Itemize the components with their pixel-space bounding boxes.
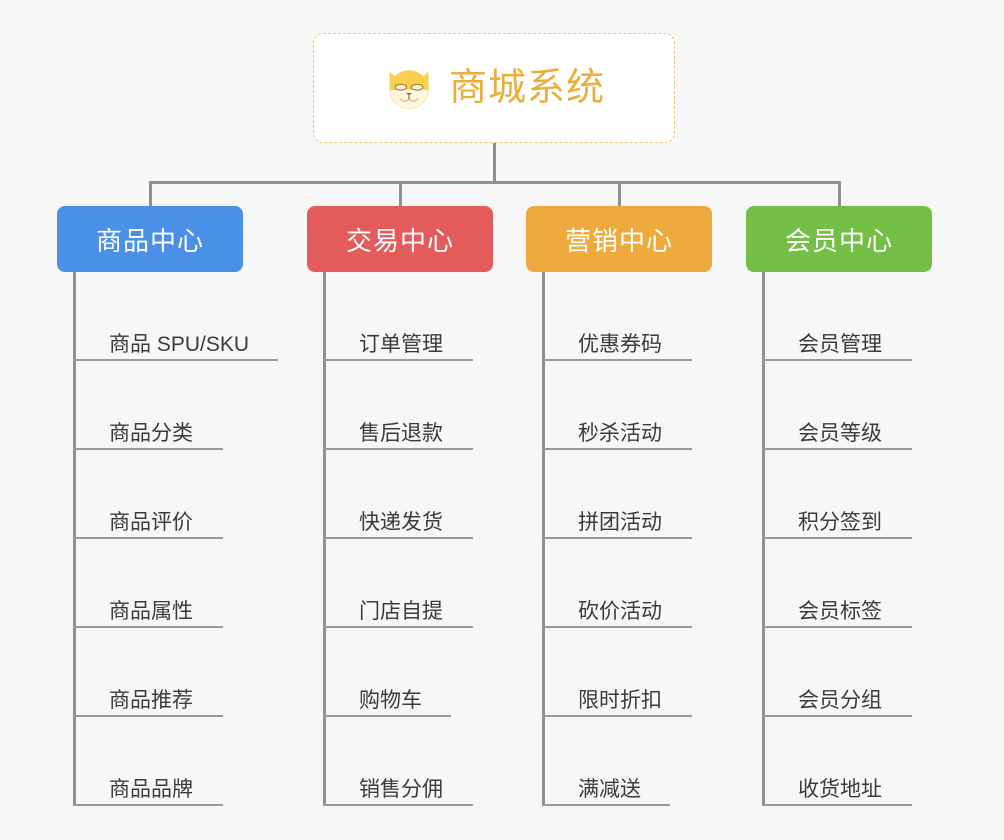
leaf-item[interactable]: 砍价活动 bbox=[542, 539, 692, 628]
leaf-item-underline bbox=[762, 448, 912, 450]
leaf-item-label: 订单管理 bbox=[359, 332, 443, 356]
category-box-marketing-center[interactable]: 营销中心 bbox=[526, 206, 712, 272]
leaf-item-label: 商品属性 bbox=[109, 599, 193, 623]
leaf-item-underline bbox=[542, 537, 692, 539]
leaf-item[interactable]: 积分签到 bbox=[762, 450, 912, 539]
leaf-item[interactable]: 商品分类 bbox=[73, 361, 249, 450]
leaf-item-underline bbox=[762, 537, 912, 539]
root-title: 商城系统 bbox=[448, 67, 605, 109]
leaf-item-label: 拼团活动 bbox=[578, 510, 662, 534]
child-list-marketing-center: 优惠券码秒杀活动拼团活动砍价活动限时折扣满减送 bbox=[542, 272, 692, 806]
leaf-item-underline bbox=[762, 359, 912, 361]
leaf-item[interactable]: 秒杀活动 bbox=[542, 361, 692, 450]
leaf-item[interactable]: 优惠券码 bbox=[542, 272, 692, 361]
leaf-item-underline bbox=[323, 804, 473, 806]
leaf-item[interactable]: 购物车 bbox=[323, 628, 451, 717]
leaf-item-label: 门店自提 bbox=[359, 599, 443, 623]
leaf-item-label: 收货地址 bbox=[798, 777, 882, 801]
leaf-item-label: 销售分佣 bbox=[359, 777, 443, 801]
leaf-item[interactable]: 限时折扣 bbox=[542, 628, 692, 717]
category-box-trade-center[interactable]: 交易中心 bbox=[307, 206, 493, 272]
leaf-item-label: 会员标签 bbox=[798, 599, 882, 623]
leaf-item-underline bbox=[542, 448, 692, 450]
leaf-item-label: 商品分类 bbox=[109, 421, 193, 445]
leaf-item-underline bbox=[542, 715, 692, 717]
category-label: 会员中心 bbox=[784, 225, 893, 256]
category-box-product-center[interactable]: 商品中心 bbox=[57, 206, 243, 272]
leaf-item-underline bbox=[542, 626, 692, 628]
leaf-item-label: 商品品牌 bbox=[109, 777, 193, 801]
leaf-item[interactable]: 商品 SPU/SKU bbox=[73, 272, 278, 361]
leaf-item[interactable]: 满减送 bbox=[542, 717, 670, 806]
leaf-item-underline bbox=[323, 626, 473, 628]
leaf-item-underline bbox=[73, 359, 278, 361]
leaf-item-label: 砍价活动 bbox=[578, 599, 662, 623]
leaf-item[interactable]: 商品评价 bbox=[73, 450, 249, 539]
connector-drop-trade-center bbox=[399, 181, 402, 206]
connector-spine-member-center bbox=[762, 272, 765, 806]
leaf-item[interactable]: 会员分组 bbox=[762, 628, 912, 717]
child-list-trade-center: 订单管理售后退款快递发货门店自提购物车销售分佣 bbox=[323, 272, 473, 806]
leaf-item[interactable]: 售后退款 bbox=[323, 361, 473, 450]
connector-drop-marketing-center bbox=[618, 181, 621, 206]
connector-horizontal-bus bbox=[149, 181, 839, 184]
connector-spine-trade-center bbox=[323, 272, 326, 806]
leaf-item-underline bbox=[323, 448, 473, 450]
leaf-item-underline bbox=[73, 804, 223, 806]
leaf-item-underline bbox=[762, 715, 912, 717]
connector-spine-marketing-center bbox=[542, 272, 545, 806]
category-box-member-center[interactable]: 会员中心 bbox=[746, 206, 932, 272]
leaf-item-label: 售后退款 bbox=[359, 421, 443, 445]
leaf-item-label: 商品 SPU/SKU bbox=[109, 332, 250, 356]
leaf-item-underline bbox=[762, 804, 912, 806]
leaf-item-underline bbox=[762, 626, 912, 628]
leaf-item-label: 积分签到 bbox=[798, 510, 882, 534]
leaf-item[interactable]: 拼团活动 bbox=[542, 450, 692, 539]
leaf-item-label: 满减送 bbox=[578, 777, 641, 801]
leaf-item[interactable]: 快递发货 bbox=[323, 450, 473, 539]
leaf-item-underline bbox=[323, 537, 473, 539]
connector-drop-product-center bbox=[149, 181, 152, 206]
leaf-item[interactable]: 收货地址 bbox=[762, 717, 912, 806]
leaf-item-label: 会员分组 bbox=[798, 688, 882, 712]
child-list-product-center: 商品 SPU/SKU 商品分类商品评价商品属性商品推荐商品品牌 bbox=[73, 272, 278, 806]
shiba-dog-icon bbox=[389, 70, 429, 110]
leaf-item-label: 秒杀活动 bbox=[578, 421, 662, 445]
leaf-item-label: 优惠券码 bbox=[578, 332, 662, 356]
leaf-item[interactable]: 商品属性 bbox=[73, 539, 249, 628]
leaf-item[interactable]: 商品推荐 bbox=[73, 628, 249, 717]
connector-drop-member-center bbox=[838, 181, 841, 206]
leaf-item-label: 商品评价 bbox=[109, 510, 193, 534]
leaf-item-underline bbox=[73, 537, 223, 539]
leaf-item[interactable]: 商品品牌 bbox=[73, 717, 249, 806]
leaf-item-underline bbox=[73, 626, 223, 628]
leaf-item[interactable]: 门店自提 bbox=[323, 539, 473, 628]
leaf-item-underline bbox=[542, 804, 670, 806]
leaf-item[interactable]: 会员管理 bbox=[762, 272, 912, 361]
leaf-item-label: 会员管理 bbox=[798, 332, 882, 356]
connector-spine-product-center bbox=[73, 272, 76, 806]
leaf-item[interactable]: 订单管理 bbox=[323, 272, 473, 361]
category-label: 营销中心 bbox=[564, 225, 673, 256]
leaf-item-label: 限时折扣 bbox=[578, 688, 662, 712]
category-label: 商品中心 bbox=[95, 225, 204, 256]
leaf-item[interactable]: 会员标签 bbox=[762, 539, 912, 628]
leaf-item-underline bbox=[73, 715, 223, 717]
leaf-item-underline bbox=[323, 359, 473, 361]
leaf-item[interactable]: 会员等级 bbox=[762, 361, 912, 450]
leaf-item-label: 会员等级 bbox=[798, 421, 882, 445]
leaf-item-underline bbox=[323, 715, 451, 717]
child-list-member-center: 会员管理会员等级积分签到会员标签会员分组收货地址 bbox=[762, 272, 912, 806]
leaf-item-underline bbox=[73, 448, 223, 450]
category-label: 交易中心 bbox=[345, 225, 454, 256]
root-node-shop-system[interactable]: 商城系统 bbox=[313, 33, 675, 143]
leaf-item-label: 快递发货 bbox=[359, 510, 443, 534]
leaf-item[interactable]: 销售分佣 bbox=[323, 717, 473, 806]
leaf-item-underline bbox=[542, 359, 692, 361]
leaf-item-label: 购物车 bbox=[359, 688, 422, 712]
leaf-item-label: 商品推荐 bbox=[109, 688, 193, 712]
connector-root-stem bbox=[493, 143, 496, 183]
